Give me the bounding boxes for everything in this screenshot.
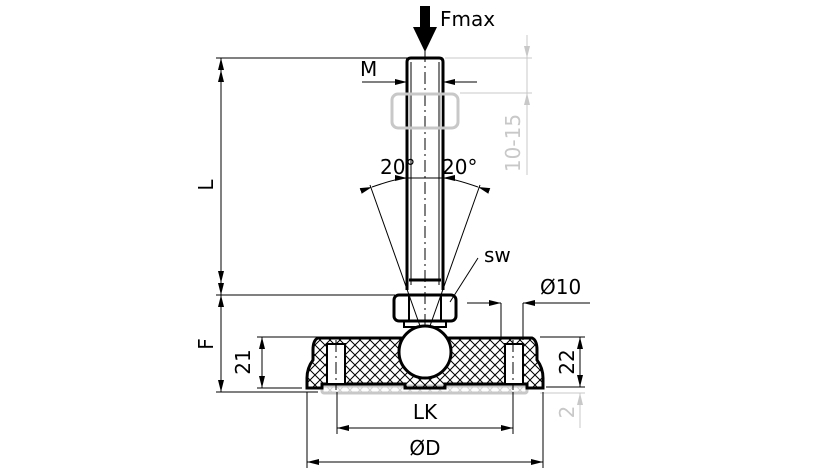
- nut-adjust-dimension: [445, 35, 532, 175]
- force-label: Fmax: [440, 7, 495, 31]
- hole-diameter-label: Ø10: [540, 275, 581, 299]
- nut-adjust-label: 10-15: [501, 114, 525, 172]
- pad-thickness-label: 2: [555, 406, 579, 419]
- angle-left-label: 20°: [380, 155, 415, 179]
- base-height-right-label: 22: [555, 349, 579, 374]
- foot-height-dimension: [216, 295, 318, 393]
- hole-dimension: [467, 300, 590, 340]
- wrench-size-label: sw: [484, 243, 511, 267]
- bolt-circle-label: LK: [413, 400, 438, 424]
- angle-right-label: 20°: [442, 155, 477, 179]
- force-arrow-icon: [413, 6, 437, 52]
- base-plate: [305, 324, 545, 395]
- pad-thickness-dimension: [540, 392, 585, 428]
- base-height-left-dimension: [257, 336, 318, 389]
- base-height-left-label: 21: [231, 349, 255, 374]
- sw-leader: [449, 257, 479, 303]
- optional-lock-nut: [390, 92, 460, 130]
- thread-label: M: [360, 57, 377, 81]
- foot-height-label: F: [194, 338, 218, 350]
- length-dimension: [216, 58, 407, 295]
- hex-nut: [392, 293, 458, 328]
- base-height-right-dimension: [540, 336, 585, 388]
- diameter-dimension: [306, 392, 544, 468]
- diameter-label: ØD: [409, 436, 440, 460]
- length-label: L: [194, 179, 218, 191]
- bolt-circle-dimension: [336, 392, 514, 434]
